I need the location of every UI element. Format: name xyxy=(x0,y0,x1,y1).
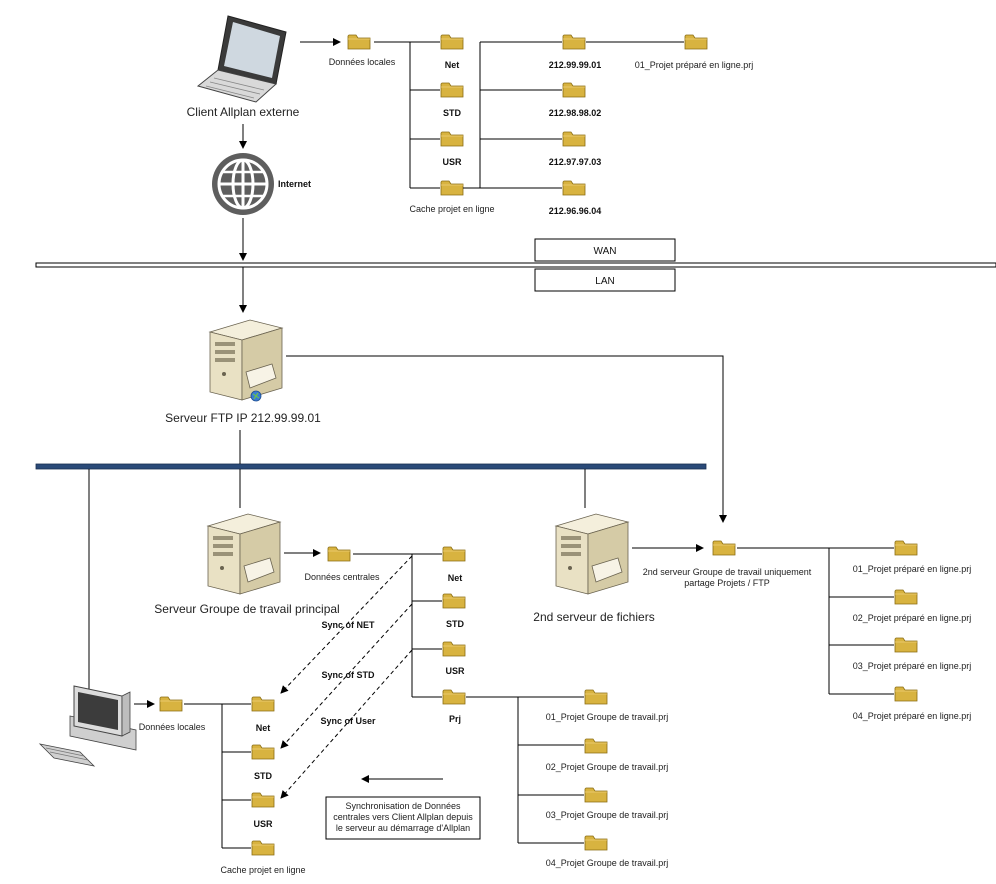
local-data-label: Données locales xyxy=(329,57,396,67)
desktop-computer-icon xyxy=(38,685,137,767)
ftp-server-icon xyxy=(209,319,283,402)
wan-box xyxy=(534,238,676,262)
sync-note-line2: centrales vers Client Allplan depuis xyxy=(333,812,473,822)
wg-project-3: 03_Projet Groupe de travail.prj xyxy=(546,810,669,820)
folder-icon xyxy=(251,840,275,856)
folder-icon xyxy=(894,686,918,702)
folder-icon xyxy=(442,593,466,609)
ip-label-1: 212.99.99.01 xyxy=(549,60,602,70)
central-std-label: STD xyxy=(446,619,465,629)
sync-std-arrow xyxy=(280,603,413,749)
folder-icon xyxy=(562,82,586,98)
client-usr-label: USR xyxy=(253,819,273,829)
globe-icon xyxy=(212,153,274,215)
client-label: Client Allplan externe xyxy=(187,105,300,119)
sync-note-box xyxy=(325,796,481,840)
internet-label: Internet xyxy=(278,179,311,189)
ip-label-2: 212.98.98.02 xyxy=(549,108,602,118)
folder-icon xyxy=(159,696,183,712)
folder-icon xyxy=(440,82,464,98)
lan-box xyxy=(534,268,676,292)
folder-icon xyxy=(440,34,464,50)
sync-note-line3: le serveur au démarrage d'Allplan xyxy=(336,823,470,833)
folder-icon xyxy=(251,744,275,760)
client-cache-label: Cache projet en ligne xyxy=(220,865,305,875)
laptop-icon xyxy=(196,15,287,103)
prep-project-4: 04_Projet préparé en ligne.prj xyxy=(853,711,972,721)
sync-user-label: Sync of User xyxy=(320,716,376,726)
folder-icon xyxy=(440,131,464,147)
folder-icon xyxy=(712,540,736,556)
central-net-label: Net xyxy=(448,573,463,583)
ip-label-3: 212.97.97.03 xyxy=(549,157,602,167)
folder-icon xyxy=(684,34,708,50)
folder-icon xyxy=(894,589,918,605)
sync-net-label: Sync of NET xyxy=(321,620,375,630)
folder-icon xyxy=(327,546,351,562)
sync-net-arrow xyxy=(280,555,413,694)
folder-icon xyxy=(440,180,464,196)
sync-user-arrow xyxy=(280,649,413,799)
second-server-label: 2nd serveur de fichiers xyxy=(533,610,654,624)
folder-icon xyxy=(442,546,466,562)
main-server-icon xyxy=(207,513,281,595)
folder-icon xyxy=(894,540,918,556)
folder-icon xyxy=(894,637,918,653)
sync-note-line1: Synchronisation de Données xyxy=(345,801,461,811)
ext-usr-label: USR xyxy=(442,157,462,167)
prep-project-3: 03_Projet préparé en ligne.prj xyxy=(853,661,972,671)
client-net-label: Net xyxy=(256,723,271,733)
folder-icon xyxy=(347,34,371,50)
folder-icon xyxy=(584,738,608,754)
folder-icon xyxy=(562,180,586,196)
ip-label-4: 212.96.96.04 xyxy=(549,206,602,216)
wg-project-1: 01_Projet Groupe de travail.prj xyxy=(546,712,669,722)
folder-icon xyxy=(584,835,608,851)
lan-bus xyxy=(35,463,707,470)
second-server-icon xyxy=(555,513,629,595)
ext-std-label: STD xyxy=(443,108,462,118)
central-prj-label: Prj xyxy=(449,714,461,724)
sync-std-label: Sync of STD xyxy=(321,670,375,680)
folder-icon xyxy=(584,787,608,803)
folder-icon xyxy=(442,689,466,705)
second-share-label-1: 2nd serveur Groupe de travail uniquement xyxy=(643,567,812,577)
central-usr-label: USR xyxy=(445,666,465,676)
client-std-label: STD xyxy=(254,771,273,781)
folder-icon xyxy=(562,131,586,147)
wg-project-2: 02_Projet Groupe de travail.prj xyxy=(546,762,669,772)
wan-lan-divider xyxy=(35,262,996,268)
folder-icon xyxy=(251,696,275,712)
folder-icon xyxy=(584,689,608,705)
central-data-label: Données centrales xyxy=(304,572,380,582)
wan-label: WAN xyxy=(594,246,617,257)
ext-net-label: Net xyxy=(445,60,460,70)
folder-icon xyxy=(562,34,586,50)
prep-project-1: 01_Projet préparé en ligne.prj xyxy=(853,564,972,574)
wg-project-4: 04_Projet Groupe de travail.prj xyxy=(546,858,669,868)
second-share-label-2: partage Projets / FTP xyxy=(684,578,770,588)
ext-cache-label: Cache projet en ligne xyxy=(409,204,494,214)
folder-icon xyxy=(251,792,275,808)
prep-project-2: 02_Projet préparé en ligne.prj xyxy=(853,613,972,623)
folder-icon xyxy=(442,641,466,657)
lan-label: LAN xyxy=(595,276,614,287)
prepared-project-label: 01_Projet préparé en ligne.prj xyxy=(635,60,754,70)
main-server-label: Serveur Groupe de travail principal xyxy=(154,602,339,616)
client-local-data-label: Données locales xyxy=(139,722,206,732)
ftp-server-label: Serveur FTP IP 212.99.99.01 xyxy=(165,411,321,425)
